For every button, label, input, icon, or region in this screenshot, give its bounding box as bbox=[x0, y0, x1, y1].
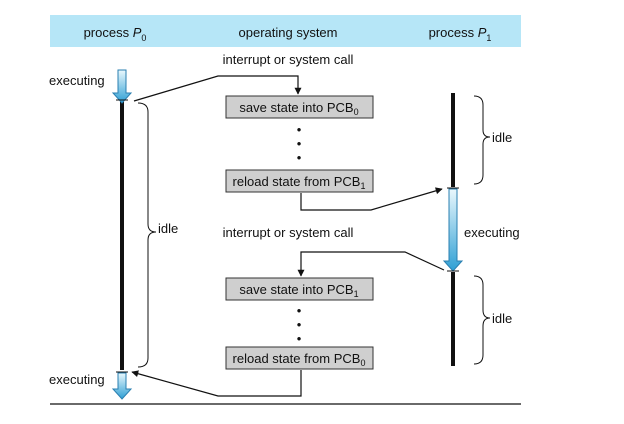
ellipsis-dot: • bbox=[297, 136, 302, 151]
interrupt-arrow-p1-to-os bbox=[297, 251, 445, 277]
box-reload-state-pcb0-text: reload state from PCB0 bbox=[233, 351, 366, 368]
p1-executing-label: executing bbox=[464, 225, 520, 240]
p1-idle-brace-top bbox=[473, 95, 491, 185]
trigger-label-middle: interrupt or system call bbox=[223, 225, 354, 240]
header-process-p0: process P0 bbox=[84, 25, 147, 43]
p1-executing-arrow bbox=[442, 188, 464, 272]
box-save-state-pcb0-text: save state into PCB0 bbox=[239, 100, 358, 117]
p0-idle-label: idle bbox=[158, 221, 178, 236]
header-operating-system: operating system bbox=[239, 25, 338, 40]
box-save-state-pcb1-text: save state into PCB1 bbox=[239, 282, 358, 299]
p1-idle-brace-bottom bbox=[473, 275, 491, 365]
p0-idle-brace bbox=[137, 102, 157, 368]
interrupt-arrow-p0-to-os bbox=[133, 75, 302, 102]
trigger-label-top: interrupt or system call bbox=[223, 52, 354, 67]
dispatch-arrow-os-to-p1 bbox=[300, 187, 443, 211]
header-process-p1: process P1 bbox=[429, 25, 492, 43]
ellipsis-dot: • bbox=[297, 317, 302, 332]
ellipsis-dot: • bbox=[297, 122, 302, 137]
p1-idle-label-top: idle bbox=[492, 130, 512, 145]
p0-executing-label-top: executing bbox=[49, 73, 105, 88]
p1-idle-label-bottom: idle bbox=[492, 311, 512, 326]
p0-executing-label-bottom: executing bbox=[49, 372, 105, 387]
p0-executing-arrow-bottom bbox=[111, 372, 133, 400]
dispatch-arrow-os-to-p0 bbox=[131, 370, 302, 397]
box-reload-state-pcb1-text: reload state from PCB1 bbox=[233, 174, 366, 191]
header-band bbox=[50, 15, 521, 47]
box-reload-state-pcb1 bbox=[225, 169, 374, 193]
p0-executing-arrow-top bbox=[111, 69, 133, 104]
box-save-state-pcb1 bbox=[225, 277, 374, 301]
ellipsis-dot: • bbox=[297, 331, 302, 346]
ellipsis-dot: • bbox=[297, 303, 302, 318]
box-save-state-pcb0 bbox=[225, 95, 374, 119]
ellipsis-dot: • bbox=[297, 150, 302, 165]
box-reload-state-pcb0 bbox=[225, 346, 374, 370]
